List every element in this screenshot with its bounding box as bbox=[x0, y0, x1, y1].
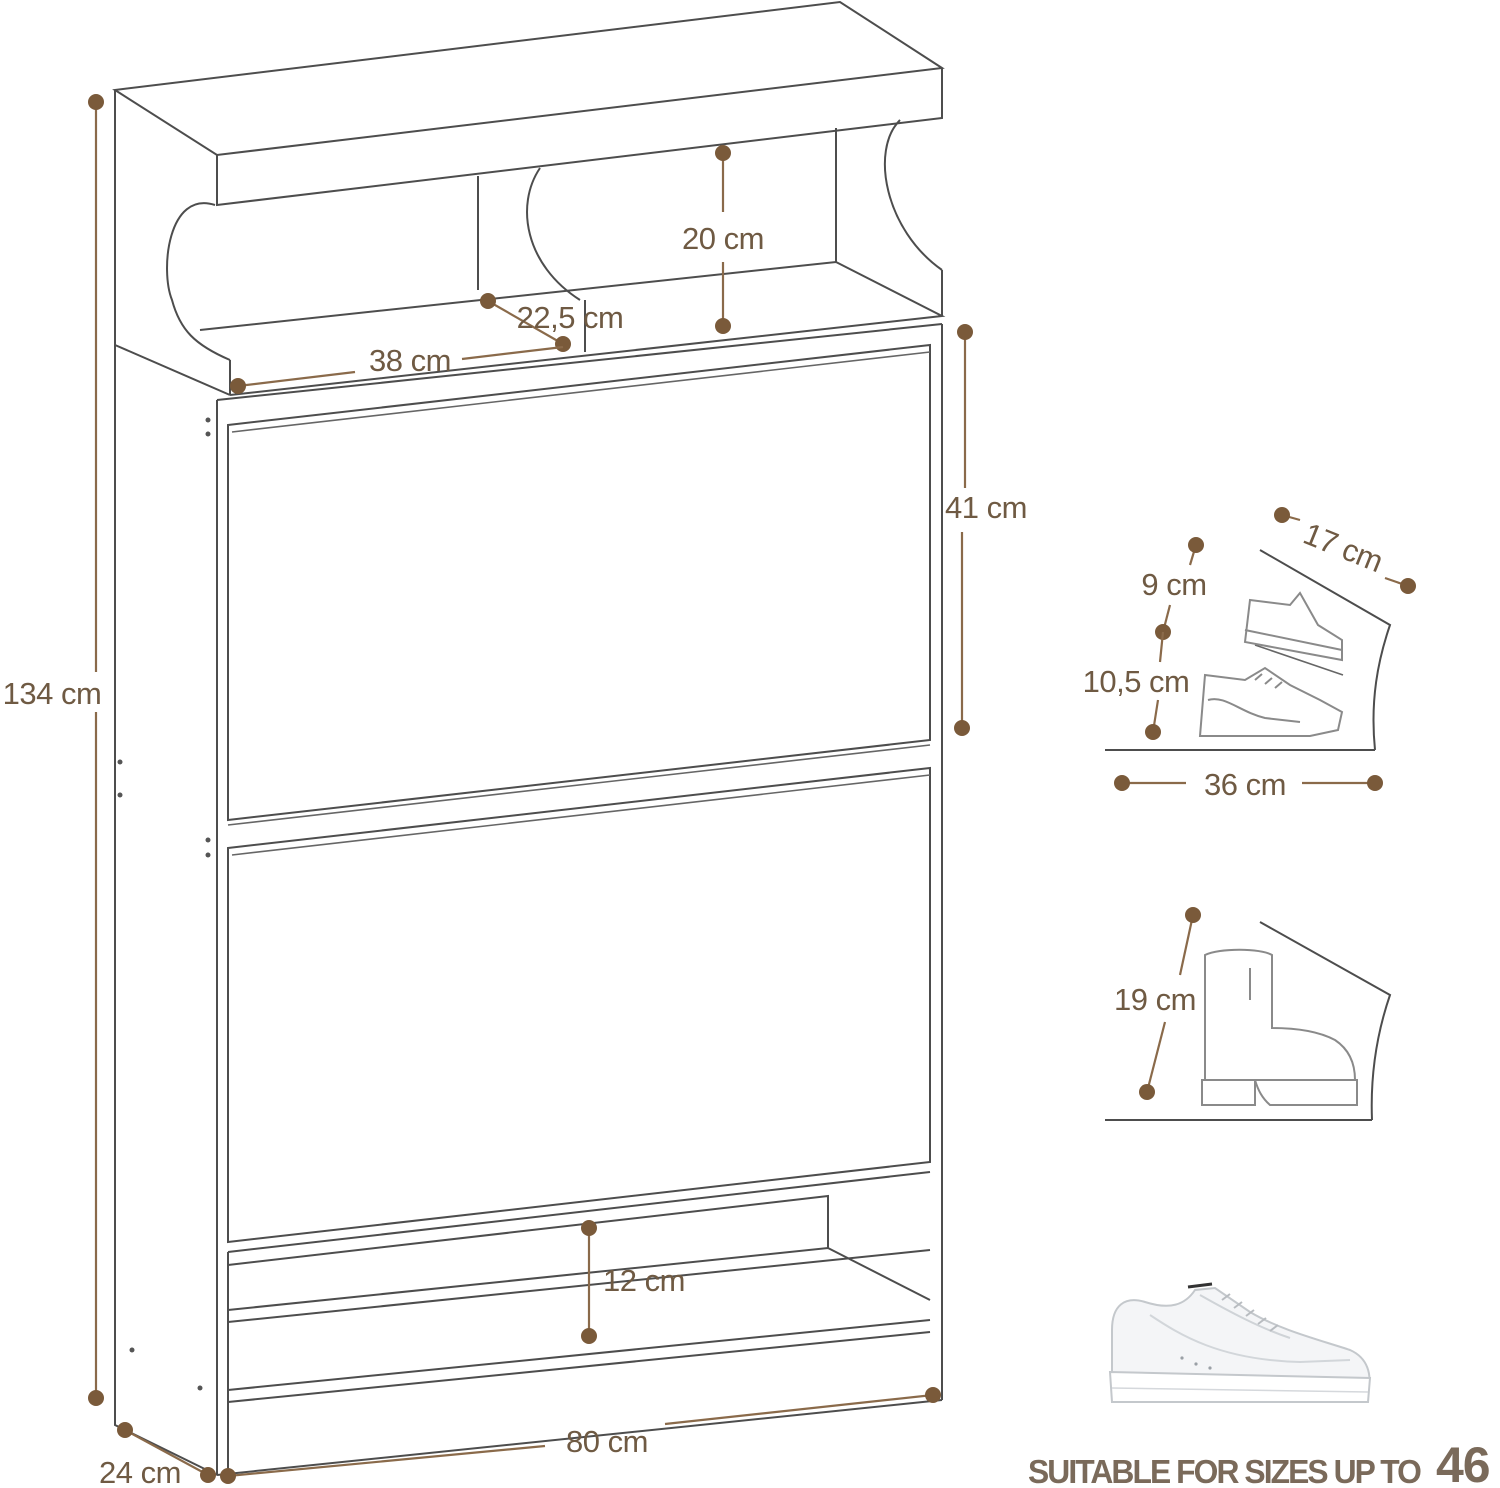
compartment-flap-outline bbox=[1259, 549, 1392, 751]
body-bottom-edge bbox=[216, 1399, 943, 1476]
shoe-cabinet-drawing bbox=[112, 0, 946, 1476]
compartment-inner-shelf bbox=[1254, 644, 1344, 676]
lower-shoe-height-dimension: 10,5 cm bbox=[1083, 631, 1190, 740]
size-note-label: SUITABLE FOR SIZES UP TO bbox=[1028, 1453, 1421, 1488]
compartment-depth-dimension: 17 cm bbox=[1274, 507, 1416, 594]
sneaker-icon bbox=[1243, 591, 1343, 662]
running-shoe-icon bbox=[1198, 666, 1344, 737]
upper-flap-edge bbox=[231, 351, 931, 433]
top-board-front bbox=[216, 68, 943, 207]
top-compartment-depth-label: 22,5 cm bbox=[517, 300, 624, 335]
top-compartment-height-label: 20 cm bbox=[682, 221, 764, 256]
left-handle-cutout bbox=[166, 202, 231, 361]
compartment-depth-label: 17 cm bbox=[1299, 516, 1388, 579]
divider-curve bbox=[526, 167, 581, 301]
boot-icon bbox=[1201, 948, 1358, 1106]
top-compartment-height-dimension: 20 cm bbox=[682, 145, 764, 334]
top-compartment-width-label: 38 cm bbox=[369, 343, 451, 378]
height-total-label: 134 cm bbox=[3, 676, 102, 711]
compartment-width-dimension: 36 cm bbox=[1114, 767, 1383, 802]
size-note: SUITABLE FOR SIZES UP TO 46 bbox=[1028, 1437, 1491, 1488]
right-handle-cutout bbox=[883, 119, 943, 271]
height-total-dimension: 134 cm bbox=[3, 94, 104, 1406]
lower-flap-edge bbox=[231, 774, 931, 856]
upper-shoe-height-label: 9 cm bbox=[1141, 567, 1206, 602]
boot-height-label: 19 cm bbox=[1114, 982, 1196, 1017]
upper-flap-door bbox=[227, 343, 931, 822]
top-shelf bbox=[199, 260, 946, 396]
bottom-shelf-height-dimension: 12 cm bbox=[581, 1220, 685, 1344]
body-top-front-edge bbox=[216, 323, 943, 401]
shoe-compartment-diagram: 17 cm 9 cm 10,5 cm 36 cm bbox=[1083, 507, 1416, 802]
white-sneaker-illustration bbox=[1108, 1282, 1372, 1403]
compartment-width-label: 36 cm bbox=[1204, 767, 1286, 802]
screw-holes bbox=[117, 417, 211, 1391]
boot-height-dimension: 19 cm bbox=[1114, 907, 1201, 1100]
boot-compartment-flap bbox=[1259, 921, 1392, 1121]
boot-diagram: 19 cm bbox=[1105, 907, 1392, 1121]
flap-height-label: 41 cm bbox=[945, 490, 1027, 525]
flap-gap bbox=[227, 744, 931, 826]
bottom-shelf-height-label: 12 cm bbox=[603, 1263, 685, 1298]
flap-height-dimension: 41 cm bbox=[945, 324, 1027, 736]
bottom-shelf-board bbox=[227, 1246, 931, 1311]
bottom-plinth-top bbox=[227, 1319, 931, 1391]
depth-total-label: 24 cm bbox=[99, 1455, 181, 1488]
size-note-value: 46 bbox=[1436, 1437, 1490, 1488]
bottom-shelf-back bbox=[227, 1194, 829, 1266]
bottom-plinth-edge bbox=[227, 1331, 931, 1403]
width-total-label: 80 cm bbox=[566, 1424, 648, 1459]
lower-flap-door bbox=[227, 766, 931, 1244]
width-total-dimension: 80 cm bbox=[220, 1387, 941, 1484]
upper-shoe-height-dimension: 9 cm bbox=[1141, 537, 1207, 640]
top-compartment-width-dimension: 38 cm bbox=[230, 343, 564, 394]
top-shelf-left bbox=[114, 344, 231, 396]
bottom-shelf-board-top bbox=[227, 1249, 931, 1323]
bottom-shelf-top bbox=[227, 1171, 931, 1253]
lower-shoe-height-label: 10,5 cm bbox=[1083, 664, 1190, 699]
body-left-side bbox=[114, 345, 218, 1476]
top-compartment-depth-dimension: 22,5 cm bbox=[480, 293, 624, 352]
depth-total-dimension: 24 cm bbox=[99, 1422, 216, 1488]
